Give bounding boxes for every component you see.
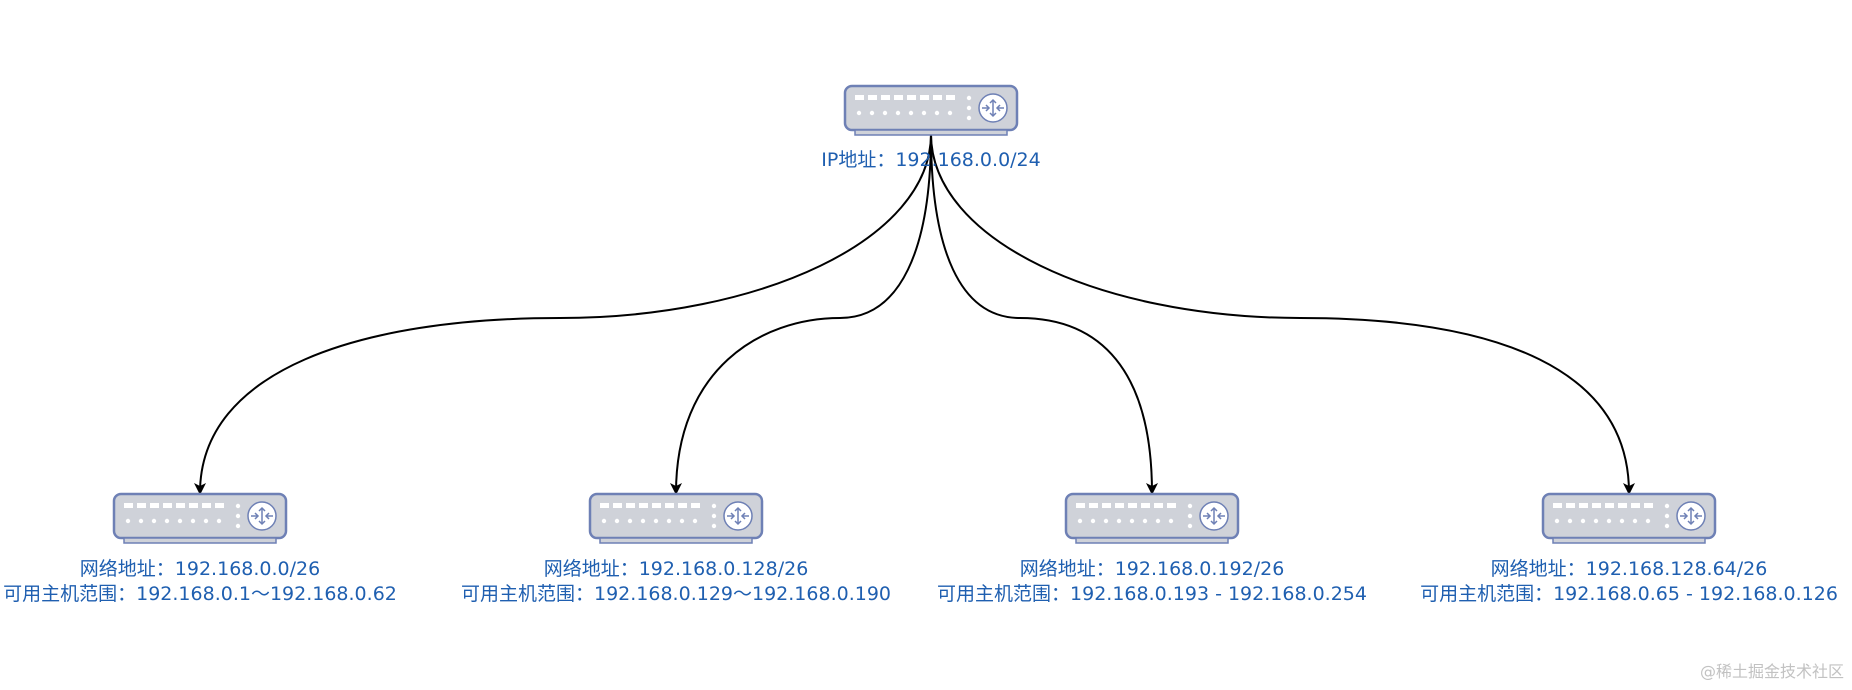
router-switch-icon-subnet-1[interactable] [112, 492, 288, 545]
subnet-3-label: 网络地址：192.168.0.192/26 可用主机范围：192.168.0.1… [937, 557, 1367, 607]
subnet-1-label: 网络地址：192.168.0.0/26 可用主机范围：192.168.0.1～1… [3, 557, 397, 607]
subnet-4-hosts: 可用主机范围：192.168.0.65 - 192.168.0.126 [1420, 583, 1838, 605]
subnet-1-hosts: 可用主机范围：192.168.0.1～192.168.0.62 [3, 583, 397, 605]
subnet-2-hosts: 可用主机范围：192.168.0.129～192.168.0.190 [460, 583, 892, 605]
subnet-4-network: 网络地址：192.168.128.64/26 [1490, 558, 1768, 580]
connector-to-subnet-4 [930, 133, 1635, 495]
connector-to-subnet-1 [194, 133, 932, 495]
connector-to-subnet-2 [670, 133, 932, 495]
subnet-1-network: 网络地址：192.168.0.0/26 [79, 558, 321, 580]
subnet-2-label: 网络地址：192.168.0.128/26 可用主机范围：192.168.0.1… [461, 557, 891, 607]
subnet-2-network: 网络地址：192.168.0.128/26 [543, 558, 809, 580]
router-switch-icon-subnet-4[interactable] [1541, 492, 1717, 545]
router-switch-icon-root[interactable] [843, 84, 1019, 137]
connector-to-subnet-3 [930, 133, 1158, 495]
root-ip-label: IP地址：192.168.0.0/24 [821, 149, 1041, 171]
subnet-3-network: 网络地址：192.168.0.192/26 [1019, 558, 1285, 580]
subnet-4-label: 网络地址：192.168.128.64/26 可用主机范围：192.168.0.… [1420, 557, 1838, 607]
router-switch-icon-subnet-2[interactable] [588, 492, 764, 545]
watermark: @稀土掘金技术社区 [1699, 662, 1844, 681]
subnet-3-hosts: 可用主机范围：192.168.0.193 - 192.168.0.254 [937, 583, 1367, 605]
router-switch-icon-subnet-3[interactable] [1064, 492, 1240, 545]
